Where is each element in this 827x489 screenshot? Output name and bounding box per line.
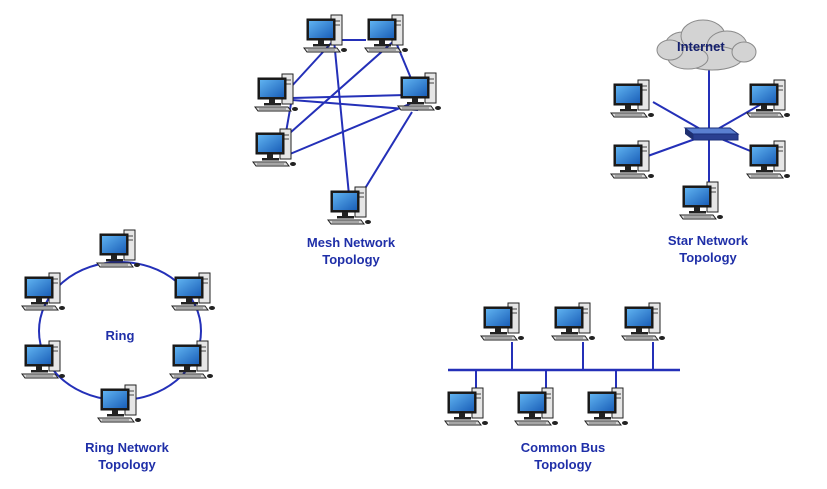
- computer-icon: [252, 128, 297, 167]
- computer-icon: [621, 302, 666, 341]
- computer-icon: [96, 229, 141, 268]
- computer-icon: [444, 387, 489, 426]
- mesh-topology-label: Mesh Network Topology: [286, 234, 416, 268]
- computer-icon: [679, 181, 724, 220]
- switch-icon: [683, 127, 740, 141]
- computer-icon: [746, 140, 791, 179]
- ring-label-line-2: Topology: [98, 457, 156, 472]
- mesh-link: [291, 94, 407, 99]
- bus-label-line-2: Topology: [534, 457, 592, 472]
- computer-icon: [610, 140, 655, 179]
- computer-icon: [169, 340, 214, 379]
- cloud-icon: [656, 19, 757, 71]
- mesh-label-line-2: Topology: [322, 252, 380, 267]
- star-topology-label: Star Network Topology: [643, 232, 773, 266]
- computer-icon: [746, 79, 791, 118]
- computer-icon: [584, 387, 629, 426]
- computer-icon: [97, 384, 142, 423]
- switch-side: [685, 128, 693, 140]
- computer-icon: [610, 79, 655, 118]
- ring-topology-label: Ring Network Topology: [62, 439, 192, 473]
- ring-center-label: Ring: [105, 328, 135, 343]
- switch-top: [683, 127, 740, 135]
- mesh-link: [333, 39, 350, 196]
- star-label-line-2: Topology: [679, 250, 737, 265]
- computer-icon: [480, 302, 525, 341]
- computer-icon: [551, 302, 596, 341]
- computer-icon: [327, 186, 372, 225]
- bus-topology-label: Common Bus Topology: [498, 439, 628, 473]
- internet-label: Internet: [677, 39, 725, 54]
- mesh-link: [360, 111, 413, 196]
- cloud-puff: [731, 41, 757, 63]
- computer-icon: [303, 14, 348, 53]
- mesh-link: [289, 39, 335, 89]
- mesh-link: [289, 102, 413, 155]
- mesh-label-line-1: Mesh Network: [306, 235, 396, 250]
- computer-icon: [364, 14, 409, 53]
- computer-icon: [171, 272, 216, 311]
- computer-icon: [397, 72, 442, 111]
- switch-front: [692, 133, 739, 141]
- cloud-puff: [656, 39, 684, 61]
- ring-label-line-1: Ring Network: [85, 440, 169, 455]
- computer-icon: [514, 387, 559, 426]
- bus-label-line-1: Common Bus: [520, 440, 606, 455]
- star-label-line-1: Star Network: [667, 233, 749, 248]
- mesh-link: [281, 39, 396, 141]
- computer-icon: [21, 272, 66, 311]
- computer-icon: [21, 340, 66, 379]
